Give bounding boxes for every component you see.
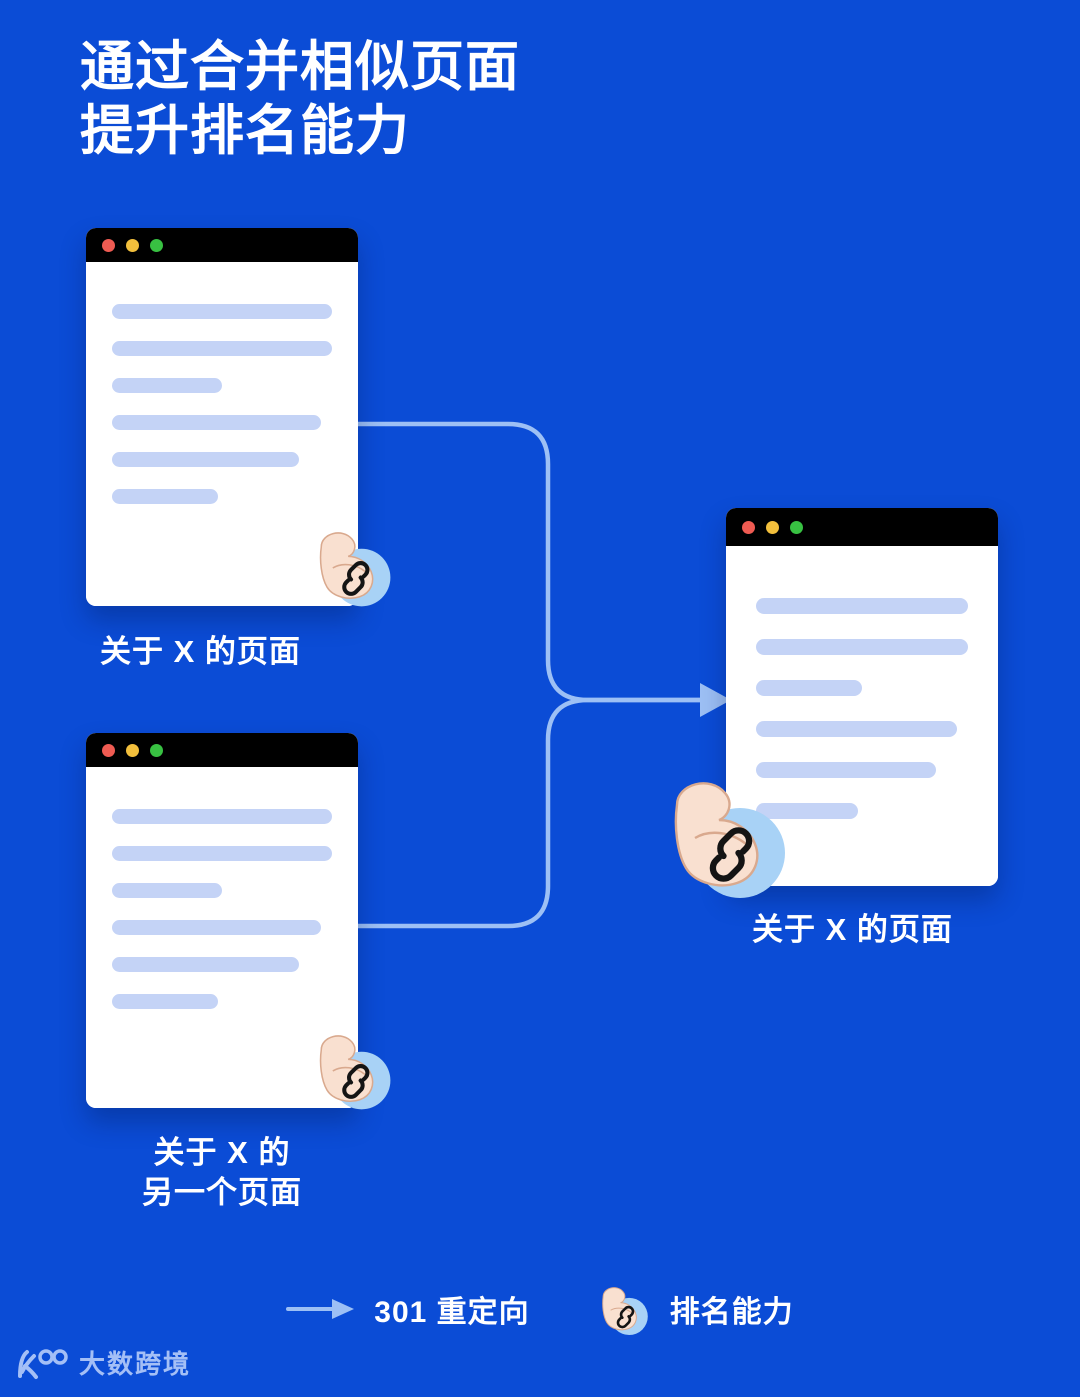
watermark: 大数跨境 bbox=[14, 1344, 191, 1381]
connector-path-bottom bbox=[355, 697, 703, 929]
caption-source-1: 关于 X 的页面 bbox=[100, 634, 301, 669]
content-line bbox=[112, 452, 299, 467]
content-line bbox=[756, 762, 937, 778]
window-minimize-dot-icon[interactable] bbox=[126, 238, 139, 252]
arrow-right-icon bbox=[286, 1299, 355, 1319]
window-close-dot-icon[interactable] bbox=[102, 743, 115, 757]
browser-titlebar bbox=[86, 733, 358, 767]
strength-link-badge-icon bbox=[601, 1287, 648, 1336]
content-line bbox=[756, 598, 968, 614]
content-line bbox=[112, 957, 299, 972]
kuajing-logo-mark-icon bbox=[18, 1348, 68, 1379]
browser-titlebar bbox=[726, 508, 998, 546]
browser-card-body bbox=[86, 228, 358, 606]
window-close-dot-icon[interactable] bbox=[102, 238, 115, 252]
content-line bbox=[112, 341, 332, 356]
content-placeholder-lines bbox=[86, 262, 358, 526]
content-line bbox=[112, 920, 321, 935]
content-line bbox=[756, 680, 862, 696]
content-line bbox=[756, 639, 968, 655]
content-line bbox=[112, 994, 218, 1009]
watermark-text: 大数跨境 bbox=[79, 1349, 192, 1379]
content-line bbox=[112, 415, 321, 430]
content-placeholder-lines bbox=[726, 546, 998, 844]
window-close-dot-icon[interactable] bbox=[742, 520, 755, 534]
legend-label-ranking-power: 排名能力 bbox=[669, 1296, 794, 1329]
content-line bbox=[756, 803, 858, 819]
browser-card-body bbox=[726, 508, 998, 886]
content-line bbox=[112, 883, 222, 898]
caption-source-2: 关于 X 的 另一个页面 bbox=[142, 1135, 302, 1210]
legend-item-ranking-power[interactable]: 排名能力 bbox=[592, 1278, 794, 1340]
page-title: 通过合并相似页面 提升排名能力 bbox=[80, 37, 520, 161]
window-maximize-dot-icon[interactable] bbox=[150, 238, 163, 252]
content-line bbox=[112, 378, 222, 393]
content-line bbox=[112, 304, 332, 319]
caption-merged: 关于 X 的页面 bbox=[752, 912, 953, 947]
content-placeholder-lines bbox=[86, 767, 358, 1031]
legend-label-redirect: 301 重定向 bbox=[374, 1296, 530, 1329]
browser-card-source-1[interactable] bbox=[86, 228, 391, 607]
window-minimize-dot-icon[interactable] bbox=[126, 743, 139, 757]
window-maximize-dot-icon[interactable] bbox=[790, 520, 803, 534]
content-line bbox=[112, 809, 332, 824]
window-maximize-dot-icon[interactable] bbox=[150, 743, 163, 757]
window-minimize-dot-icon[interactable] bbox=[766, 520, 779, 534]
browser-card-merged[interactable] bbox=[674, 508, 998, 898]
content-line bbox=[112, 489, 218, 504]
browser-card-body bbox=[86, 733, 358, 1108]
legend-item-redirect[interactable]: 301 重定向 bbox=[286, 1287, 529, 1331]
browser-titlebar bbox=[86, 228, 358, 262]
browser-card-source-2[interactable] bbox=[86, 733, 391, 1110]
legend: 301 重定向 排名能力 bbox=[0, 1278, 1080, 1340]
content-line bbox=[756, 721, 958, 737]
content-line bbox=[112, 846, 332, 861]
